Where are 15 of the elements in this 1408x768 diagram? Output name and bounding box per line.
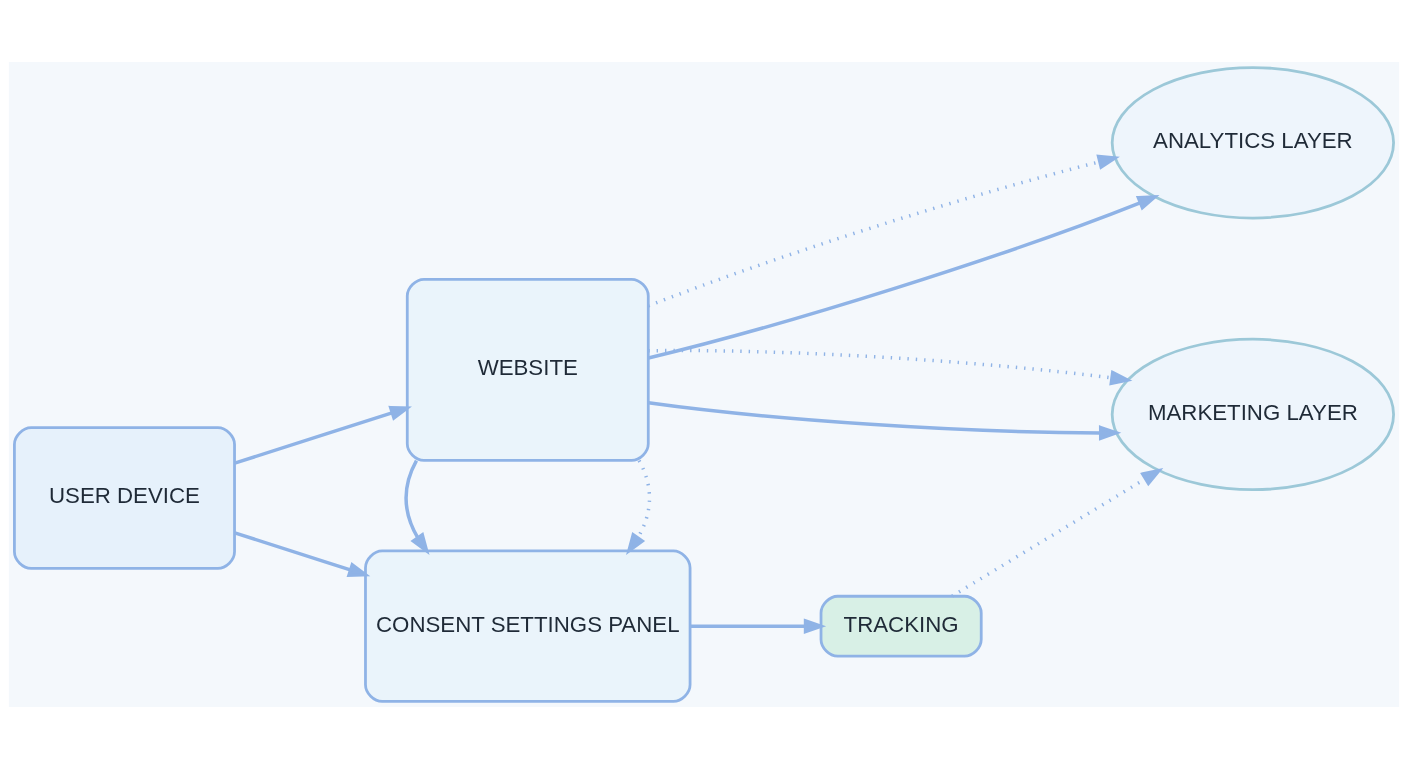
node-ellipse: ANALYTICS LAYER xyxy=(1110,65,1395,219)
arrow xyxy=(234,530,371,577)
arrow xyxy=(626,459,652,555)
arrow xyxy=(690,617,827,634)
node-box: TRACKING xyxy=(819,594,983,658)
arrow xyxy=(648,348,1133,385)
node-box: USER DEVICE xyxy=(13,425,236,570)
node-box: WEBSITE xyxy=(405,277,650,462)
arrow xyxy=(648,194,1160,360)
arrow xyxy=(404,459,430,555)
arrow xyxy=(234,405,412,465)
arrow xyxy=(648,400,1122,441)
arrow xyxy=(647,154,1120,308)
arrow xyxy=(951,467,1164,598)
node-box: CONSENT SETTINGS PANEL xyxy=(364,549,692,703)
